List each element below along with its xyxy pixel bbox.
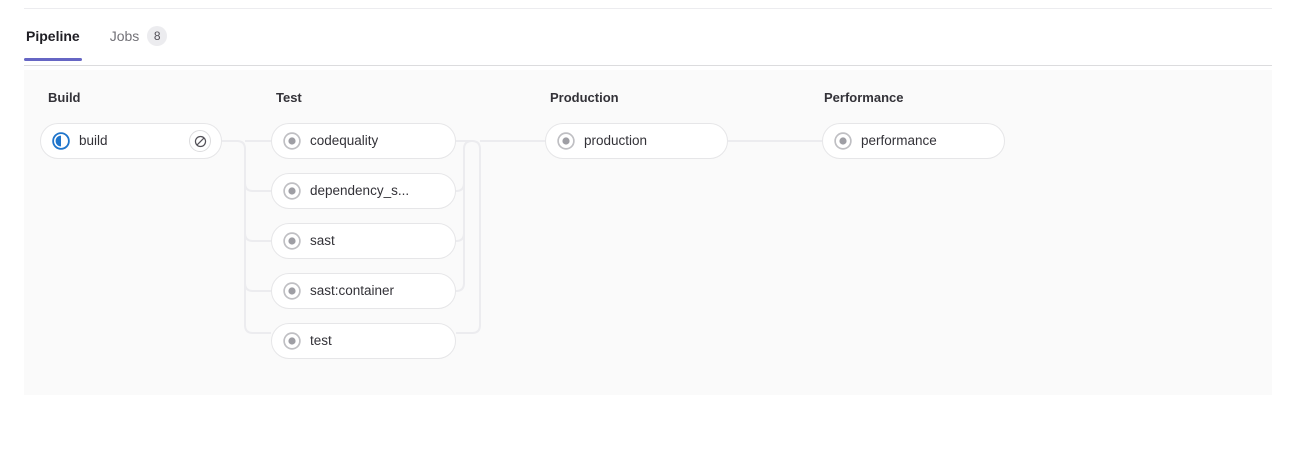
status-created-icon: [283, 232, 301, 250]
job-codequality-label: codequality: [310, 133, 379, 148]
cancel-icon[interactable]: [189, 130, 211, 152]
stage-title-performance: Performance: [824, 90, 904, 105]
pipeline-connector-lines: [222, 140, 822, 334]
job-dependency-scanning-label: dependency_s...: [310, 183, 410, 198]
stage-column-performance: Performance: [824, 70, 1034, 106]
pipeline-tab-bar: Pipeline Jobs 8: [24, 22, 1272, 66]
stage-title-test: Test: [276, 90, 302, 105]
job-sast[interactable]: sast: [271, 223, 456, 259]
connector-sastcontainer-to-trunk: [455, 220, 465, 292]
stage-column-build: Build: [48, 70, 248, 106]
job-production-label: production: [584, 133, 648, 148]
tab-pipeline[interactable]: Pipeline: [24, 22, 82, 61]
cancel-glyph: [194, 135, 206, 147]
tab-jobs[interactable]: Jobs 8: [108, 22, 170, 60]
job-build-label: build: [79, 133, 108, 148]
job-sast-container[interactable]: sast:container: [271, 273, 456, 309]
connector-dependency-to-trunk: [455, 140, 473, 192]
status-created-icon: [283, 332, 301, 350]
stage-column-production: Production: [550, 70, 760, 106]
job-sast-container-label: sast:container: [310, 283, 395, 298]
pipeline-graph: Build build Test codequality: [24, 70, 1272, 395]
stage-title-build: Build: [48, 90, 81, 105]
status-created-icon: [557, 132, 575, 150]
job-performance-label: performance: [861, 133, 937, 148]
job-production[interactable]: production: [545, 123, 728, 159]
connector-sast-to-trunk: [455, 170, 465, 242]
job-test-label: test: [310, 333, 332, 348]
job-test[interactable]: test: [271, 323, 456, 359]
connector-build-to-sast: [244, 232, 271, 242]
stage-column-test: Test: [276, 70, 486, 106]
status-created-icon: [834, 132, 852, 150]
connector-build-to-sastcontainer: [244, 282, 271, 292]
job-codequality[interactable]: codequality: [271, 123, 456, 159]
tab-jobs-label: Jobs: [109, 28, 140, 44]
status-created-icon: [283, 132, 301, 150]
job-build[interactable]: build: [40, 123, 222, 159]
status-created-icon: [283, 282, 301, 300]
tab-pipeline-label: Pipeline: [26, 28, 80, 44]
stage-title-production: Production: [550, 90, 619, 105]
job-sast-label: sast: [310, 233, 335, 248]
status-created-icon: [283, 182, 301, 200]
status-running-icon: [52, 132, 70, 150]
job-dependency-scanning[interactable]: dependency_s...: [271, 173, 456, 209]
connector-build-to-dependency: [244, 182, 271, 192]
connector-test-to-production-trunk: [456, 140, 481, 334]
connector-build-to-test-trunk: [222, 140, 271, 334]
tab-jobs-count-badge: 8: [147, 26, 168, 46]
panel-top-divider: [24, 8, 1272, 9]
job-performance[interactable]: performance: [822, 123, 1005, 159]
